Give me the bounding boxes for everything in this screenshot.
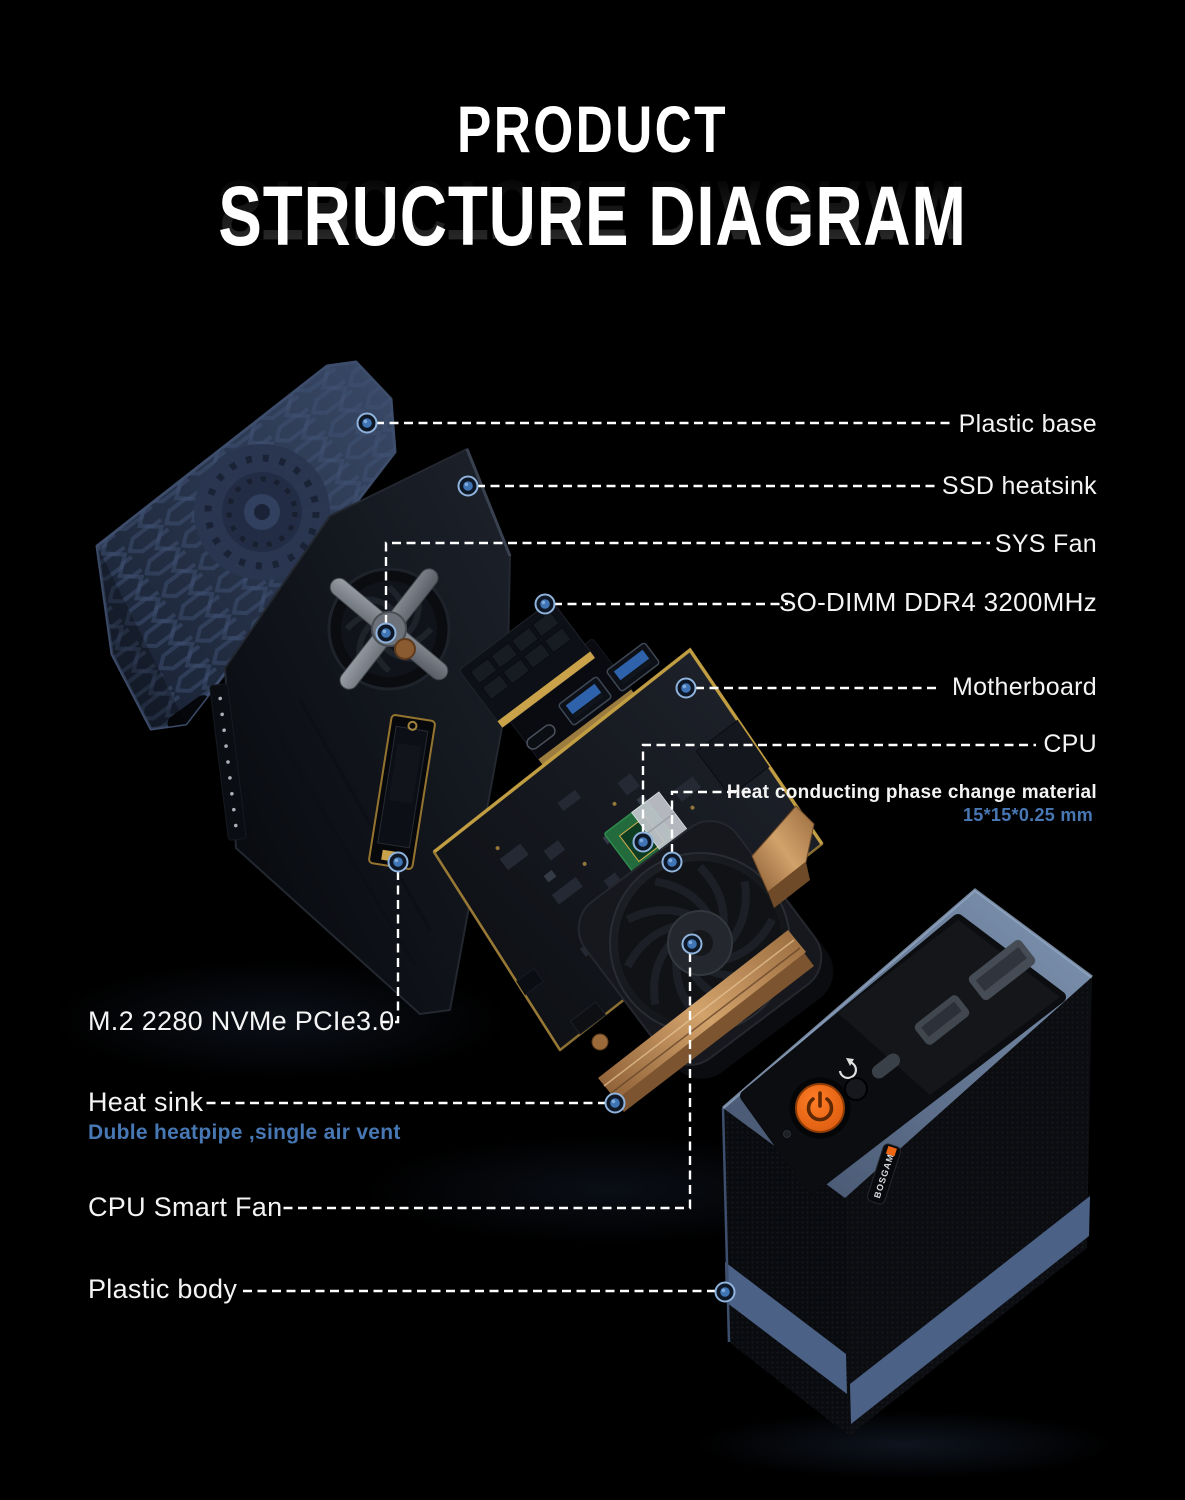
usb-c-port-icon [526, 724, 556, 750]
label-motherboard: Motherboard [951, 673, 1097, 701]
label-sys-fan: SYS Fan [994, 530, 1097, 558]
usb-slot-icon [968, 939, 1036, 1001]
usb-port-icon [558, 676, 612, 726]
label-heat-material: Heat conducting phase change material [726, 782, 1097, 803]
label-heat-sink: Heat sink [88, 1087, 204, 1117]
label-so-dimm: SO-DIMM DDR4 3200MHz [778, 587, 1097, 617]
callout-line-sys-fan [384, 541, 990, 624]
power-button-icon [789, 1077, 851, 1139]
anchor-dot [675, 677, 697, 699]
label-plastic-base: Plastic base [958, 410, 1097, 438]
page-title: PRODUCT STRUCTURE DIAGRAM [130, 96, 1054, 258]
reset-button-icon [838, 1058, 868, 1101]
callout-lines [206, 421, 1036, 1293]
anchor-dot [604, 1092, 626, 1114]
heat-sink-copper [598, 805, 815, 1112]
anchor-dot [457, 475, 479, 497]
label-cpu-smart-fan: CPU Smart Fan [88, 1192, 283, 1222]
floor-glow [695, 1411, 1115, 1479]
cpu-fan-art [569, 805, 834, 1112]
card-slot-icon [871, 1053, 901, 1079]
case-art: BOSGAME [721, 888, 1093, 1436]
title-line-1: PRODUCT [457, 92, 728, 166]
anchor-dot [661, 851, 683, 873]
anchor-dot [632, 831, 654, 853]
usb-slot-icon [914, 995, 970, 1045]
led-dot-icon [783, 1130, 791, 1138]
anchor-dot [387, 851, 409, 873]
anchor-dot [356, 412, 378, 434]
edge-connector [209, 683, 247, 841]
label-m2-ssd: M.2 2280 NVMe PCIe3.0 [88, 1006, 395, 1036]
anchor-dot [534, 593, 556, 615]
anchor-dot [714, 1281, 736, 1303]
callout-line-heat-material [670, 790, 752, 853]
usb-port-icon [606, 642, 660, 692]
label-ssd-heatsink: SSD heatsink [941, 472, 1097, 500]
label-heat-material-size: 15*15*0.25 mm [963, 805, 1093, 825]
anchor-dot [375, 622, 397, 644]
callout-line-m2 [378, 871, 400, 1024]
callout-line-cpu [641, 743, 1036, 833]
anchor-dot [681, 933, 703, 955]
label-heat-sink-sub: Duble heatpipe ,single air vent [88, 1121, 401, 1144]
label-plastic-body: Plastic body [88, 1274, 238, 1304]
m2-ssd-art [368, 714, 436, 870]
callout-line-cpu-smart-fan [278, 953, 692, 1210]
title-reflection: STRUCTURE DIAGRAM PRODUCT [218, 86, 967, 257]
label-cpu: CPU [1043, 730, 1097, 758]
title-line-2: STRUCTURE DIAGRAM [218, 169, 967, 263]
